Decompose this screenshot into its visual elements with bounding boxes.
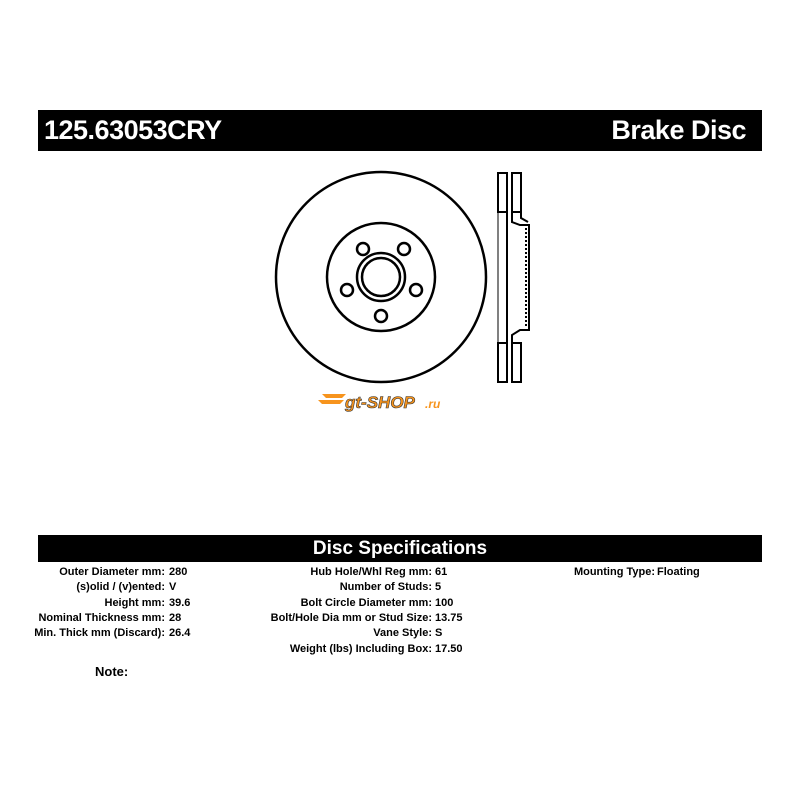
spec-value: 61	[435, 566, 448, 578]
product-type: Brake Disc	[611, 115, 746, 145]
spec-label: Bolt Circle Diameter mm:	[300, 596, 432, 609]
spec-value: 5	[435, 581, 442, 594]
bolt-hole	[408, 282, 424, 298]
hat-edge	[325, 221, 437, 333]
bolt-hole	[396, 241, 412, 257]
part-number: 125.63053CRY	[44, 115, 222, 145]
spec-label: Height mm:	[104, 596, 166, 609]
spec-label: Hub Hole/Whl Reg mm:	[310, 566, 432, 578]
svg-text:.ru: .ru	[425, 397, 441, 411]
hub-ring	[355, 251, 407, 303]
spec-label: Weight (lbs) Including Box:	[289, 642, 432, 655]
spec-value: V	[169, 581, 177, 594]
bolt-hole	[339, 282, 355, 298]
spec-label: (s)olid / (v)ented:	[76, 581, 165, 594]
spec-value: 280	[169, 566, 188, 578]
spec-label: Vane Style:	[373, 627, 432, 640]
spec-value: 17.50	[435, 642, 463, 655]
header-bar: 125.63053CRY Brake Disc	[38, 110, 762, 151]
disc-front-view	[274, 170, 488, 384]
spec-value: 39.6	[169, 596, 191, 609]
outer-edge	[274, 170, 488, 384]
spec-label: Number of Studs:	[339, 581, 432, 594]
spec-value: 26.4	[169, 627, 191, 640]
spec-label: Outer Diameter mm:	[59, 566, 165, 578]
specs-title-bar: Disc Specifications	[38, 535, 762, 562]
bolt-hole	[355, 241, 371, 257]
bolt-hole	[373, 308, 389, 324]
center-bore	[360, 256, 402, 298]
spec-value: 100	[435, 596, 454, 609]
note-label: Note:	[95, 664, 129, 679]
disc-side-profile	[497, 172, 530, 383]
spec-value: 28	[169, 611, 182, 624]
spec-label: Min. Thick mm (Discard):	[34, 627, 165, 640]
logo-gt-shop: gt-SHOP .ru	[318, 393, 441, 412]
spec-label: Nominal Thickness mm:	[38, 611, 165, 624]
spec-value: 13.75	[435, 611, 463, 624]
spec-label: Mounting Type:	[573, 566, 655, 578]
spec-value: Floating	[657, 566, 700, 578]
spec-value: S	[435, 627, 443, 640]
svg-text:gt-SHOP: gt-SHOP	[344, 393, 416, 412]
spec-label: Bolt/Hole Dia mm or Stud Size:	[270, 611, 432, 624]
